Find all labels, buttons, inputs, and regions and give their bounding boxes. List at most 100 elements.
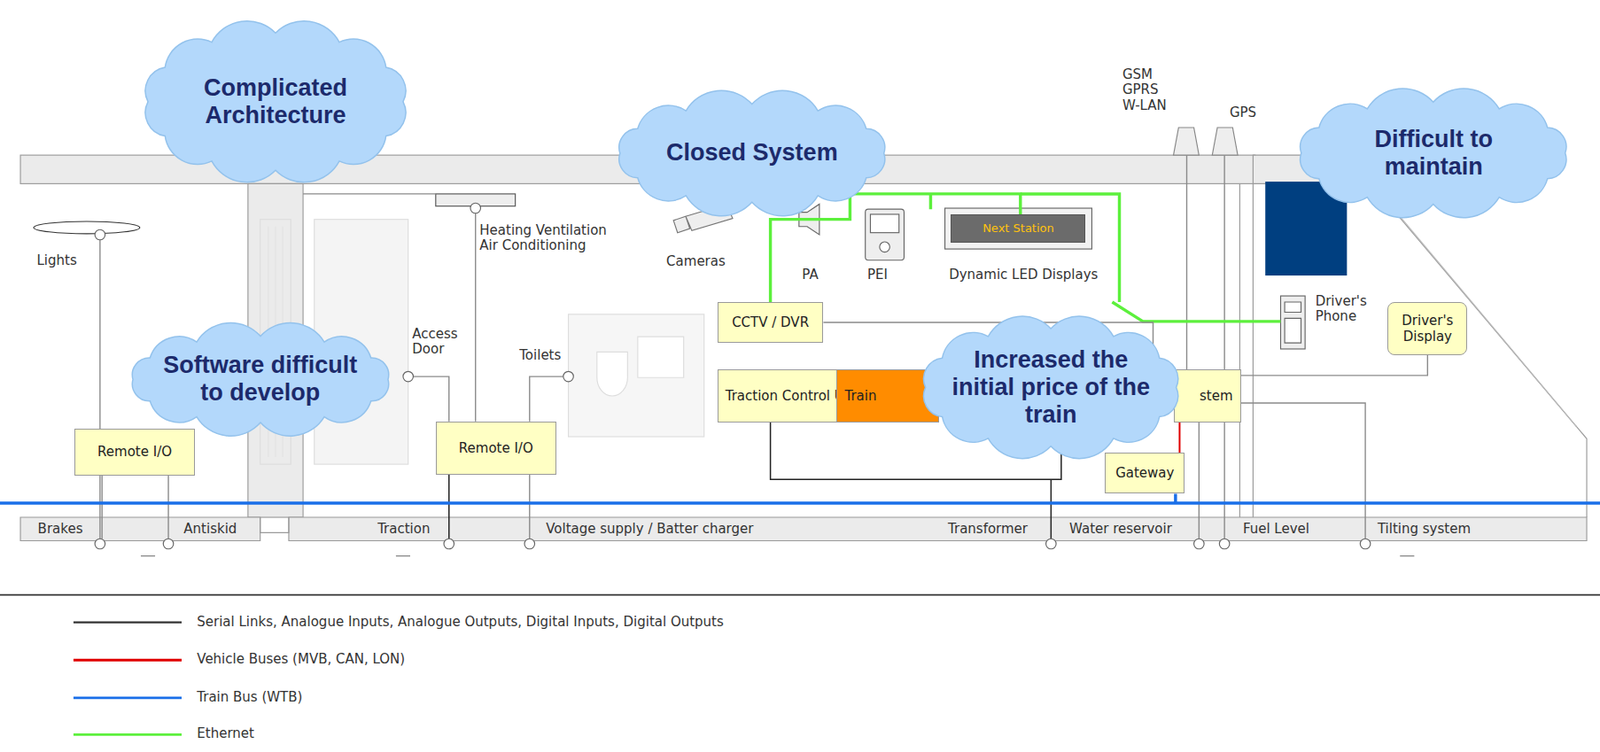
led-display-frame [945, 208, 1093, 249]
node-text: Complicated Architecture [201, 74, 350, 130]
phone-symbol [1284, 302, 1301, 343]
part-label: Lights [36, 253, 77, 269]
part-label: Driver's Phone [1315, 294, 1372, 326]
part-label: Toilets [519, 348, 561, 364]
antenna-symbol [1173, 127, 1239, 156]
process-box: Remote I/O [74, 428, 195, 476]
wire [101, 475, 169, 539]
terminal [403, 371, 414, 382]
node-text: Difficult to maintain [1372, 125, 1495, 181]
wire [474, 213, 476, 422]
part-label: Access Door [411, 326, 462, 358]
node-text: Increased the initial price of the train [949, 346, 1152, 429]
pei-symbol [879, 241, 891, 253]
separator-line [0, 594, 1600, 597]
part-label: PEI [867, 267, 888, 283]
legend-line [73, 696, 182, 700]
terminal [163, 538, 174, 550]
ethernet-line [930, 194, 1281, 322]
part-label: Water reservoir [1069, 521, 1173, 537]
terminal [1046, 538, 1057, 550]
part-label: GSM GPRS W-LAN [1122, 67, 1171, 114]
cab-wall [1239, 183, 1253, 518]
legend-line [73, 659, 182, 662]
legend-text: Vehicle Buses (MVB, CAN, LON) [196, 652, 405, 668]
toilet-picture [568, 314, 705, 437]
wire [1187, 155, 1226, 370]
problem-cloud: Software difficult to develop [112, 323, 409, 436]
cloud-outline [1300, 88, 1567, 218]
pei-symbol [869, 214, 899, 234]
part-label: Traction [377, 521, 430, 537]
process-box: stem [1173, 369, 1242, 423]
terminal [443, 538, 455, 550]
process-box: CCTV / DVR [717, 302, 824, 343]
process-box: Remote I/O [435, 421, 557, 475]
process-box: Driver's Display [1387, 302, 1468, 356]
problem-cloud: Complicated Architecture [127, 12, 424, 192]
node-text: Train [844, 388, 877, 404]
terminal [563, 371, 575, 382]
train-bus [1173, 494, 1177, 504]
cloud-outline [145, 21, 406, 183]
node-text: Next Station [982, 221, 1055, 236]
connector [1241, 355, 1429, 376]
wire [1241, 403, 1367, 539]
part-label: GPS [1229, 105, 1257, 121]
train-bus [0, 501, 1600, 505]
problem-cloud: Increased the initial price of the train [905, 310, 1197, 465]
wire [449, 474, 1052, 540]
legend-text: Serial Links, Analogue Inputs, Analogue … [196, 614, 724, 630]
node-text: Gateway [1115, 465, 1174, 482]
cloud-outline [132, 323, 389, 437]
terminal [470, 202, 482, 214]
part-label: Voltage supply / Batter charger [545, 521, 754, 537]
terminal [94, 202, 1371, 549]
wire [1198, 422, 1225, 539]
phone-symbol [1280, 295, 1305, 350]
part-label: Brakes [38, 521, 84, 537]
terminal [524, 538, 536, 550]
terminal [94, 538, 106, 550]
terminal [1219, 538, 1230, 550]
bogie-notch [260, 517, 289, 533]
cloud-outline [924, 316, 1179, 459]
part-label: Transformer [947, 521, 1028, 537]
legend-text: Train Bus (WTB) [196, 690, 303, 706]
underframe-band [288, 517, 1587, 541]
node-text: Driver's Display [1399, 312, 1456, 345]
connector [1178, 422, 1181, 454]
terminal [1359, 538, 1371, 550]
terminal [1194, 538, 1205, 550]
pei-symbol [865, 209, 905, 261]
terminal [94, 229, 106, 241]
part-label: Cameras [666, 254, 726, 270]
connector [770, 194, 1021, 303]
part-label: Antiskid [183, 521, 237, 537]
part-label: Fuel Level [1242, 521, 1310, 537]
light-symbol [33, 221, 140, 234]
node-text: Remote I/O [458, 440, 534, 457]
node-text: CCTV / DVR [731, 314, 809, 331]
wire [302, 193, 436, 195]
legend-line [73, 733, 182, 737]
node-text: Closed System [666, 139, 839, 167]
node-text: Remote I/O [97, 443, 172, 460]
cloud-outline [619, 90, 886, 217]
dash-mark [140, 555, 1414, 557]
legend-line [73, 621, 182, 624]
underframe-band [20, 517, 261, 541]
part-label: Dynamic LED Displays [948, 267, 1098, 283]
node-text: Software difficult to develop [161, 351, 360, 407]
wire [99, 240, 101, 539]
toilet-picture [597, 336, 684, 397]
part-label: Tilting system [1377, 521, 1471, 537]
problem-cloud: Difficult to maintain [1280, 86, 1587, 220]
problem-cloud: Closed System [598, 89, 906, 218]
process-box: Gateway [1104, 452, 1185, 494]
part-label: PA [801, 267, 818, 283]
legend-text: Ethernet [196, 726, 255, 742]
wire [412, 376, 449, 422]
cab-nose [1372, 183, 1577, 427]
part-label: Heating Ventilation Air Conditioning [479, 223, 611, 255]
